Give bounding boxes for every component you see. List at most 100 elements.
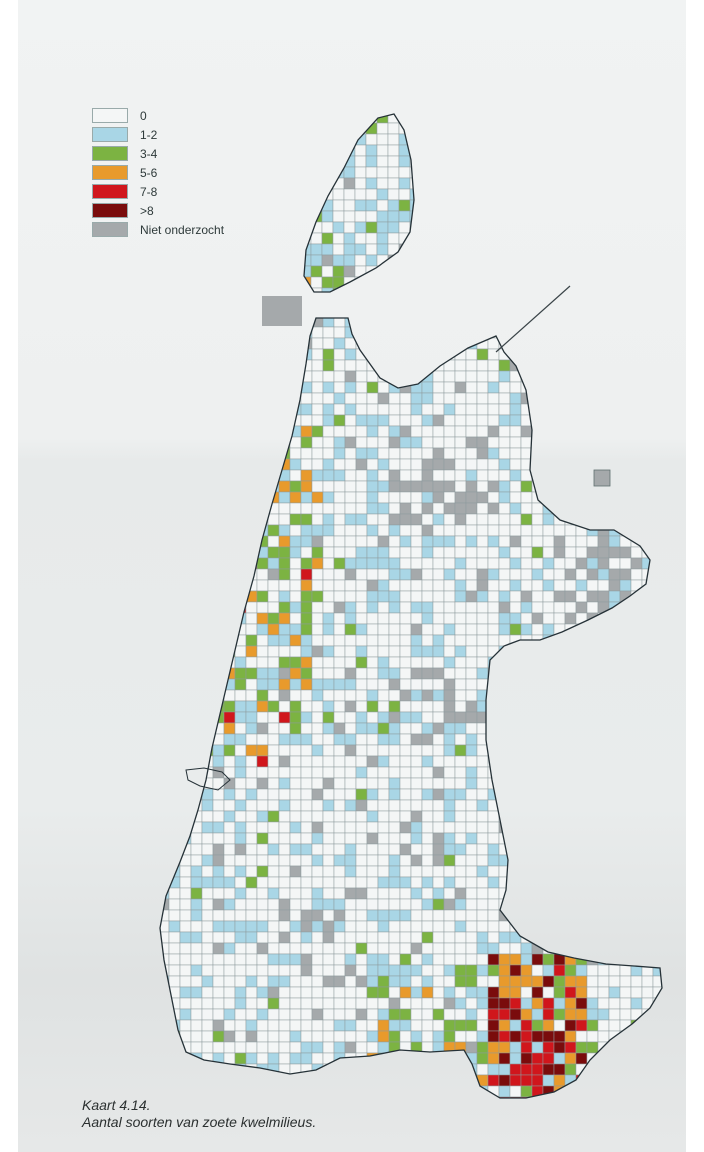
grid-cell [344, 381, 357, 394]
grid-cell [333, 568, 346, 581]
grid-cell [421, 1074, 434, 1087]
grid-cell [399, 744, 412, 757]
grid-cell [267, 568, 280, 581]
grid-cell [355, 1019, 368, 1032]
grid-cell [619, 854, 632, 867]
grid-cell [333, 667, 346, 680]
grid-cell [465, 557, 478, 570]
grid-cell [608, 777, 621, 790]
grid-cell [410, 656, 423, 669]
grid-cell [289, 920, 302, 933]
grid-cell [586, 678, 599, 691]
grid-cell [376, 177, 389, 190]
grid-cell [278, 953, 291, 966]
grid-cell [509, 381, 522, 394]
grid-cell [586, 458, 599, 471]
grid-cell [300, 1074, 313, 1087]
grid-cell [366, 1030, 379, 1043]
grid-cell [333, 975, 346, 988]
grid-cell [421, 832, 434, 845]
grid-cell [553, 1096, 566, 1098]
grid-cell [443, 854, 456, 867]
grid-cell [498, 403, 511, 416]
grid-cell [179, 997, 192, 1010]
grid-cell [531, 601, 544, 614]
grid-cell [597, 513, 610, 526]
grid-cell [234, 535, 247, 548]
grid-cell [443, 403, 456, 416]
grid-cell [212, 920, 225, 933]
grid-cell [498, 1030, 511, 1043]
grid-cell [311, 975, 324, 988]
grid-cell [652, 568, 662, 581]
grid-cell [619, 777, 632, 790]
grid-cell [553, 777, 566, 790]
grid-cell [245, 711, 258, 724]
grid-cell [355, 700, 368, 713]
grid-cell [509, 909, 522, 922]
grid-cell [388, 318, 401, 328]
grid-cell [278, 579, 291, 592]
grid-cell [355, 843, 368, 856]
grid-cell [542, 997, 555, 1010]
grid-cell [443, 326, 456, 339]
grid-cell [300, 755, 313, 768]
grid-cell [586, 711, 599, 724]
grid-cell [465, 678, 478, 691]
grid-cell [160, 678, 170, 691]
grid-cell [289, 788, 302, 801]
grid-cell [652, 645, 662, 658]
grid-cell [410, 318, 423, 328]
grid-cell [355, 469, 368, 482]
grid-cell [267, 854, 280, 867]
grid-cell [168, 359, 181, 372]
grid-cell [168, 612, 181, 625]
grid-cell [344, 843, 357, 856]
grid-cell [267, 1008, 280, 1021]
grid-cell [179, 1052, 192, 1065]
grid-cell [168, 590, 181, 603]
grid-cell [234, 766, 247, 779]
grid-cell [190, 491, 203, 504]
grid-cell [344, 799, 357, 812]
grid-cell [289, 810, 302, 823]
grid-cell [355, 425, 368, 438]
grid-cell [201, 1074, 214, 1087]
grid-cell [201, 1008, 214, 1021]
grid-cell [454, 601, 467, 614]
grid-cell [322, 403, 335, 416]
grid-cell [509, 524, 522, 537]
grid-cell [520, 337, 533, 350]
grid-cell [289, 656, 302, 669]
grid-cell [487, 744, 500, 757]
grid-cell [564, 348, 577, 361]
grid-cell [366, 788, 379, 801]
grid-cell [487, 1052, 500, 1065]
grid-cell [509, 601, 522, 614]
grid-cell [343, 114, 356, 124]
grid-cell [267, 755, 280, 768]
grid-cell [377, 909, 390, 922]
grid-cell [333, 1096, 346, 1098]
grid-cell [498, 491, 511, 504]
grid-cell [398, 166, 411, 179]
grid-cell [553, 865, 566, 878]
grid-cell [652, 1008, 662, 1021]
grid-cell [311, 623, 324, 636]
grid-cell [498, 568, 511, 581]
grid-cell [168, 392, 181, 405]
grid-cell [289, 634, 302, 647]
grid-cell [333, 722, 346, 735]
grid-cell [630, 986, 643, 999]
grid-cell [608, 656, 621, 669]
grid-cell [333, 953, 346, 966]
grid-cell [179, 370, 192, 383]
grid-cell [531, 370, 544, 383]
grid-cell [201, 942, 214, 955]
grid-cell [520, 557, 533, 570]
grid-cell [223, 524, 236, 537]
grid-cell [399, 480, 412, 493]
grid-cell [542, 579, 555, 592]
grid-cell [597, 370, 610, 383]
grid-cell [344, 436, 357, 449]
